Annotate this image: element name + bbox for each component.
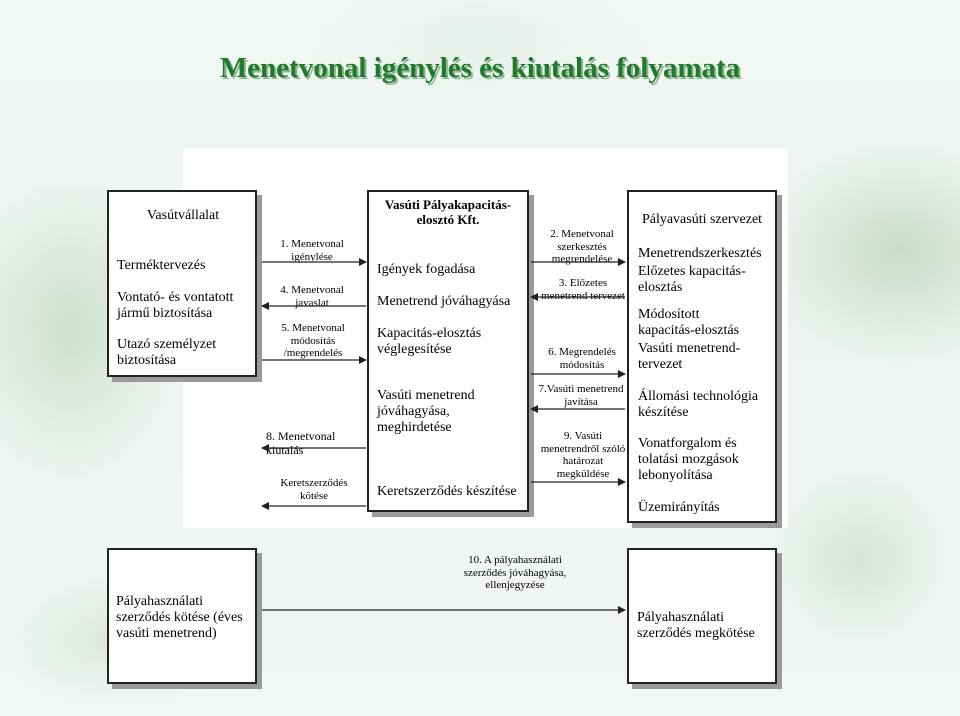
palyavasut-item-7: Üzemirányítás [638,500,720,515]
arrow-label-5-modositas: 5. Menetvonal módosítás /megrendelés [281,322,345,360]
bottom-right-box [627,548,777,684]
kapacitas-item-jovahagyas: Menetrend jóváhagyása [377,294,511,309]
palyavasut-box [627,190,777,523]
palyavasut-item-1: Menetrendszerkesztés [638,246,762,261]
kapacitas-item-meghirdetes: Vasúti menetrend jóváhagyása, meghirdeté… [377,388,475,436]
arrow-label-6-modositas: 6. Megrendelés módosítás [548,346,616,371]
bottom-left-box [107,548,257,684]
kapacitas-item-veglegesites: Kapacitás-elosztás véglegesítése [377,326,482,358]
palyavasut-item-2: Előzetes kapacitás-elosztás [638,264,746,296]
kapacitas-item-keretszerzodes: Keretszerződés készítése [377,484,517,499]
palyavasut-item-3: Módosított kapacitás-elosztás [638,307,740,339]
arrow-label-keretszerzodes: Keretszerződés kötése [280,477,348,502]
arrow-label-7-javitasa: 7.Vasúti menetrend javítása [538,383,624,408]
slide-title: Menetvonal igénylés és kiutalás folyamat… [219,52,741,84]
arrow-label-1-igenyles: 1. Menetvonal igénylése [280,238,344,263]
vasutvallalat-item-2: Vontató- és vontatott jármű biztosítása [117,290,234,322]
arrow-label-3-tervezet: 3. Előzetes menetrend tervezet [541,277,625,302]
kapacitas-item-igenyek: Igények fogadása [377,262,476,277]
vasutvallalat-box [107,190,257,377]
bottom-right-text: Pályahasználati szerződés megkötése [637,610,755,642]
palyavasut-item-4: Vasúti menetrend-tervezet [638,341,741,373]
palyavasut-item-5: Állomási technológia készítése [638,389,759,421]
arrow-label-9-hatarozat: 9. Vasúti menetrendről szóló határozat m… [540,430,626,480]
palyavasut-heading: Pályavasúti szervezet [641,212,763,227]
vasutvallalat-heading: Vasútvállalat [146,208,220,223]
bottom-left-text: Pályahasználati szerződés kötése (éves v… [116,594,243,642]
kapacitas-elosztas-box [367,190,529,512]
vasutvallalat-item-1: Terméktervezés [117,258,206,273]
palyavasut-item-6: Vonatforgalom és tolatási mozgások lebon… [638,436,739,484]
arrow-label-10-jovahagyas: 10. A pályahasználati szerződés jóváhagy… [463,554,567,592]
arrow-label-8-kiutalas: 8. Menetvonal kiutalás [266,429,336,457]
vasutvallalat-item-3: Utazó személyzet biztosítása [117,337,217,369]
kapacitas-heading: Vasúti Pályakapacitás-elosztó Kft. [384,197,512,227]
